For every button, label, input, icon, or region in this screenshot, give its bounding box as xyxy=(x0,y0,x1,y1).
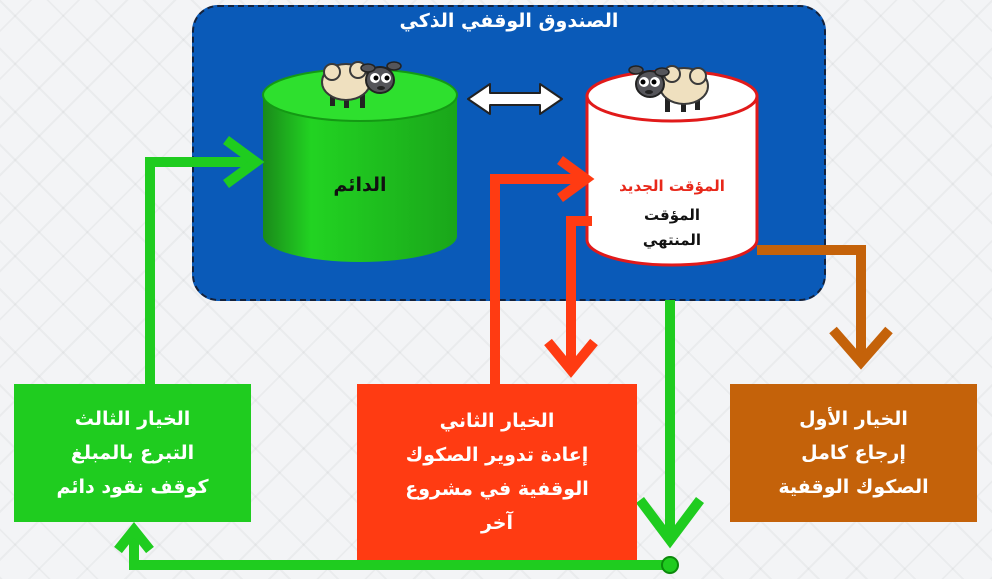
option-three-line3: كوقف نقود دائم xyxy=(56,476,209,498)
option-three-line2: التبرع بالمبلغ xyxy=(70,442,195,464)
option-two-line4: آخر xyxy=(480,512,514,534)
junction-dot xyxy=(661,556,679,574)
option-one-title: الخيار الأول xyxy=(799,408,908,430)
permanent-label: الدائم xyxy=(333,174,387,196)
connector-recycle-loop xyxy=(490,155,598,384)
connector-donation-loop xyxy=(114,135,704,570)
option-one-box: الخيار الأول إرجاع كامل الصكوك الوقفية xyxy=(730,384,977,522)
sheep-icon xyxy=(321,61,402,108)
temporary-expired-label-line1: المؤقت xyxy=(644,206,700,224)
option-two-line2: إعادة تدوير الصكوك xyxy=(405,444,589,466)
option-two-box: الخيار الثاني إعادة تدوير الصكوك الوقفية… xyxy=(357,384,637,560)
option-one-line3: الصكوك الوقفية xyxy=(778,476,929,498)
option-one-line2: إرجاع كامل xyxy=(801,442,906,464)
fund-title: الصندوق الوقفي الذكي xyxy=(399,10,619,32)
temporary-labels: المؤقت الجديد المؤقت المنتهي xyxy=(594,174,750,253)
double-arrow-icon xyxy=(467,83,563,115)
temporary-new-label: المؤقت الجديد xyxy=(619,177,725,195)
connector-to-option-one xyxy=(757,245,893,370)
option-two-title: الخيار الثاني xyxy=(439,410,555,432)
option-three-title: الخيار الثالث xyxy=(74,408,191,430)
option-three-box: الخيار الثالث التبرع بالمبلغ كوقف نقود د… xyxy=(14,384,251,522)
temporary-expired-label-line2: المنتهي xyxy=(642,231,702,249)
sheep-icon xyxy=(628,65,709,112)
option-two-line3: الوقفية في مشروع xyxy=(405,478,589,500)
